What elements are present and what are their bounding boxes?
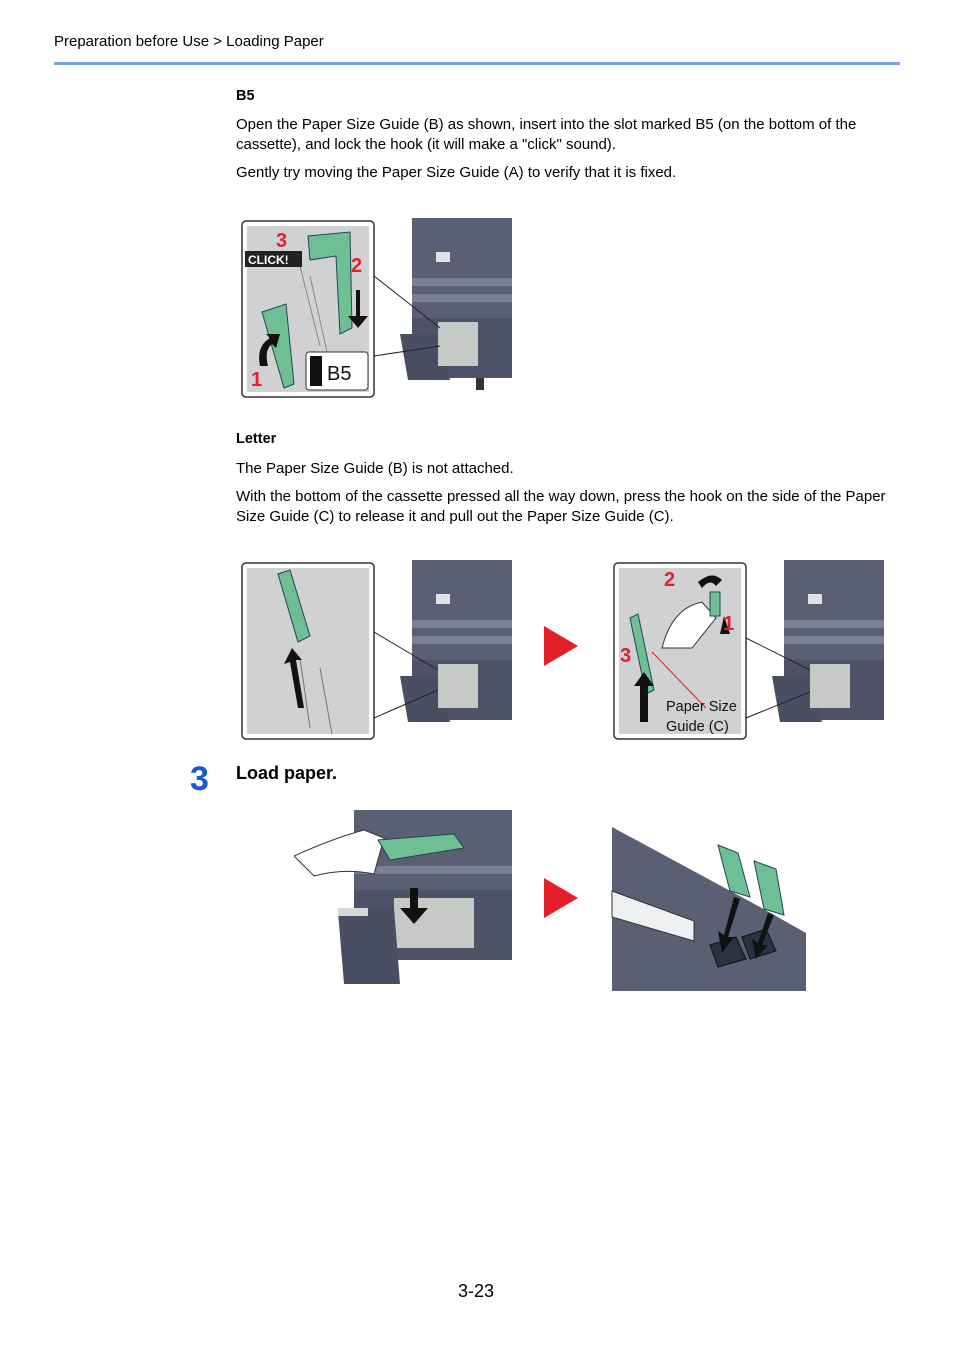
heading-b5: B5 xyxy=(236,88,255,104)
letter-number-2: 2 xyxy=(664,569,675,591)
click-label: CLICK! xyxy=(248,253,289,267)
letter-paragraph-1: The Paper Size Guide (B) is not attached… xyxy=(236,460,514,477)
step-number: 3 xyxy=(190,760,209,798)
step-title: Load paper. xyxy=(236,763,338,783)
b5-number-1: 1 xyxy=(251,369,262,391)
slot-label-b5: B5 xyxy=(327,363,351,385)
next-arrow-2 xyxy=(544,878,578,918)
b5-illustration: B5 CLICK! 3 2 1 xyxy=(241,218,512,398)
b5-number-2: 2 xyxy=(351,255,362,277)
b5-number-3: 3 xyxy=(276,230,287,252)
next-arrow-1 xyxy=(544,626,578,666)
letter-number-3: 3 xyxy=(620,645,631,667)
b5-paragraph-1: Open the Paper Size Guide (B) as shown, … xyxy=(236,116,857,153)
callout-line-1: Paper Size xyxy=(666,699,737,715)
letter-number-1: 1 xyxy=(723,613,734,635)
letter-paragraph-2: With the bottom of the cassette pressed … xyxy=(236,488,886,525)
callout-line-2: Guide (C) xyxy=(666,719,729,735)
page-number: 3-23 xyxy=(458,1281,495,1301)
breadcrumb: Preparation before Use > Loading Paper xyxy=(54,33,324,50)
letter-illustration-2: 2 1 3 Paper Size Guide (C) xyxy=(613,560,884,740)
load-paper-illustration xyxy=(294,810,512,984)
letter-illustration-1 xyxy=(241,560,512,740)
cassette-closeup-illustration xyxy=(611,827,806,991)
header-rule xyxy=(54,62,900,65)
b5-paragraph-2: Gently try moving the Paper Size Guide (… xyxy=(236,164,677,181)
heading-letter: Letter xyxy=(236,431,277,447)
printer-drawing xyxy=(373,218,512,390)
